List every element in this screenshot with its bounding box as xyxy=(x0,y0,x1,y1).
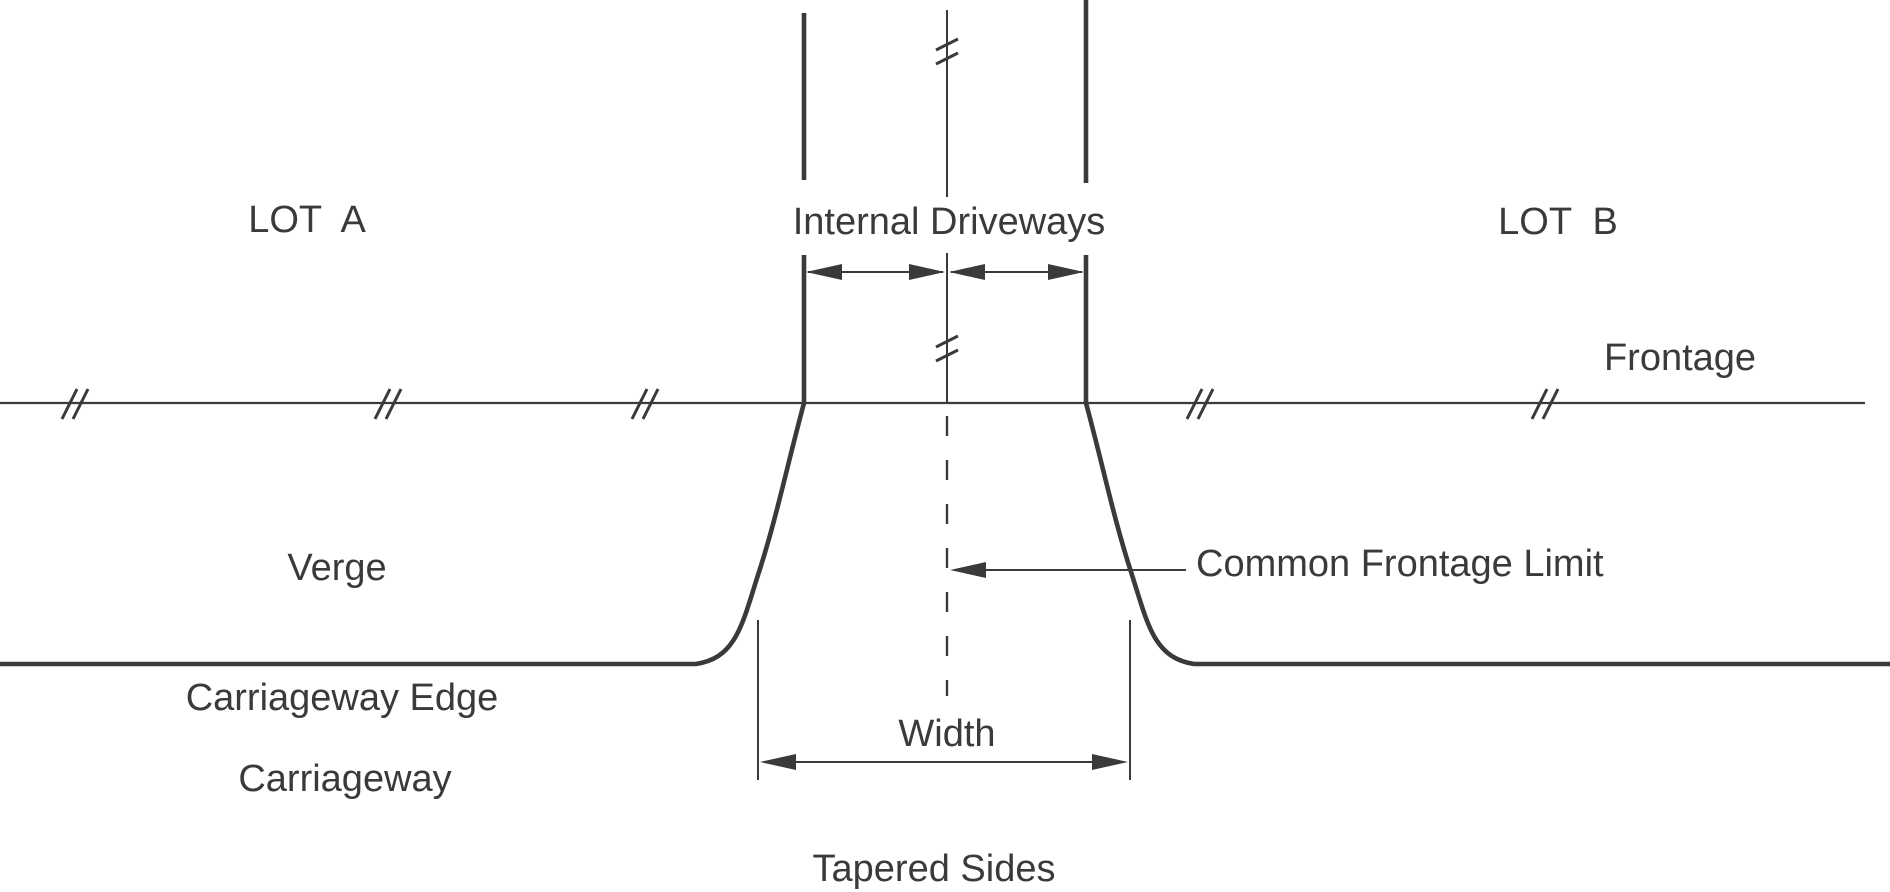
carriageway-label: Carriageway xyxy=(238,758,451,800)
linework xyxy=(0,0,1890,780)
arrowhead-left xyxy=(949,264,985,280)
carriageway-edge-linework xyxy=(0,402,1890,667)
labels: LOT A Internal Driveways LOT B Frontage … xyxy=(186,199,1756,890)
arrowhead-right xyxy=(909,264,945,280)
lot-a-label: LOT A xyxy=(248,199,366,241)
tapered-sides-label: Tapered Sides xyxy=(813,848,1056,890)
common-boundary-centerline xyxy=(934,10,960,403)
arrowhead-left xyxy=(760,754,796,770)
driveway-edges xyxy=(801,0,1089,403)
tapered-side-carriageway-right xyxy=(1083,402,1890,667)
arrowhead-left xyxy=(806,264,842,280)
frontage-label: Frontage xyxy=(1604,337,1756,379)
arrowhead-left xyxy=(950,562,986,578)
arrowhead-right xyxy=(1092,754,1128,770)
width-label: Width xyxy=(898,713,995,755)
common-frontage-limit-label: Common Frontage Limit xyxy=(1196,543,1604,585)
internal-driveways-label: Internal Driveways xyxy=(793,201,1106,243)
arrowhead-right xyxy=(1048,264,1084,280)
carriageway-edge-label: Carriageway Edge xyxy=(186,677,499,719)
lot-b-label: LOT B xyxy=(1498,201,1618,243)
arrowheads xyxy=(760,264,1128,770)
verge-label: Verge xyxy=(287,547,386,589)
tapered-side-carriageway-left xyxy=(0,402,807,667)
width-dimension xyxy=(757,620,1131,780)
